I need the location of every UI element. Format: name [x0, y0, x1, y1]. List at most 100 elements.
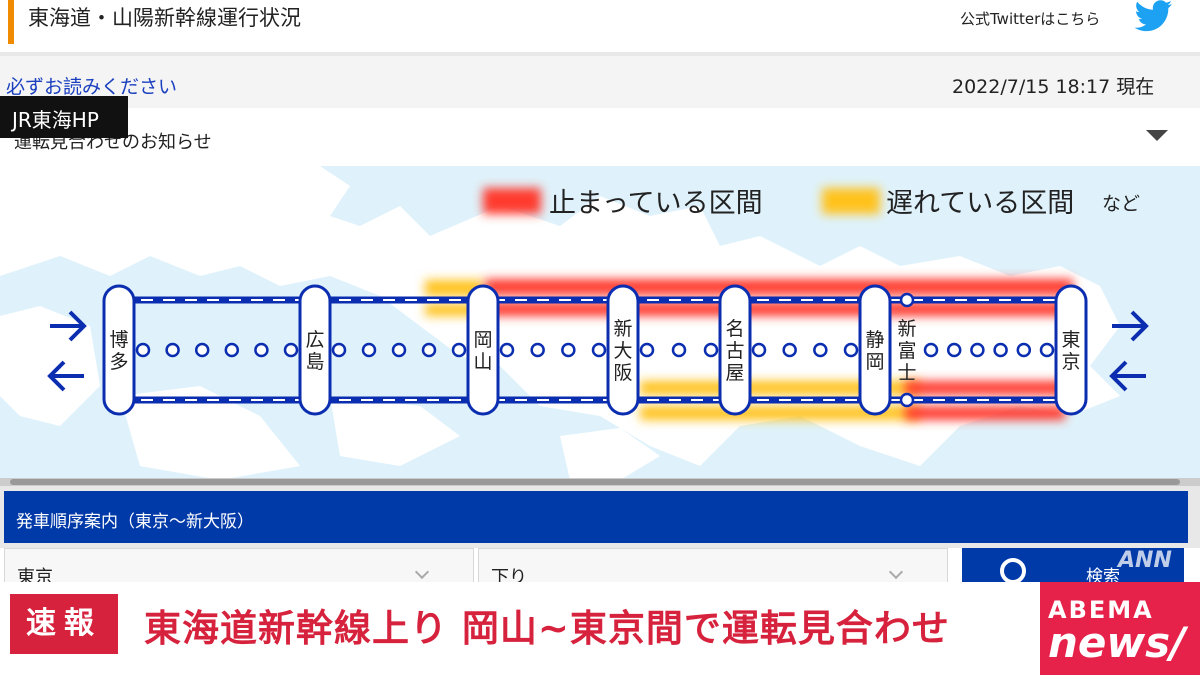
must-read-link[interactable]: 必ずお読みください	[6, 76, 178, 98]
legend-delayed-label: 遅れている区間	[886, 188, 1074, 219]
intermediate-station-dot	[283, 342, 299, 358]
delayed-segment-lower	[640, 406, 920, 420]
delayed-segment	[425, 280, 483, 296]
horizontal-scrollbar[interactable]	[0, 478, 1200, 486]
intermediate-station-dot	[946, 342, 962, 358]
legend-stopped-label: 止まっている区間	[549, 188, 763, 219]
legend: 止まっている区間 遅れている区間 など	[483, 188, 1140, 219]
departure-form: 東京 下り 検索	[0, 548, 1200, 588]
station-東京[interactable]: 東京	[1054, 284, 1088, 416]
scrollbar-thumb[interactable]	[10, 479, 1180, 485]
arrow-left-icon	[1109, 360, 1146, 392]
station-marker	[899, 292, 915, 308]
station-静岡[interactable]: 静岡	[858, 284, 892, 416]
station-capsule	[102, 284, 136, 416]
caret-down-icon[interactable]	[1146, 130, 1168, 141]
station-label-char: 静	[865, 329, 884, 351]
station-label-char: 士	[897, 362, 916, 384]
intermediate-station-dot	[421, 342, 437, 358]
intermediate-station-dot	[1016, 342, 1032, 358]
intermediate-station-dot	[135, 342, 151, 358]
intermediate-station-dot	[993, 342, 1008, 358]
direction-arrows	[47, 310, 1149, 392]
search-icon	[1000, 558, 1026, 584]
departure-order-header: 発車順序案内（東京〜新大阪）	[4, 491, 1188, 543]
station-label-char: 山	[473, 351, 492, 373]
station-marker	[899, 392, 915, 408]
direction-select[interactable]: 下り	[478, 548, 948, 588]
legend-delayed-swatch	[822, 188, 880, 214]
stopped-segment-lower	[905, 381, 1065, 395]
intermediate-station-dot	[782, 342, 797, 358]
header-accent-bar	[8, 0, 14, 44]
page-header: 東海道・山陽新幹線運行状況 公式Twitterはこちら	[0, 0, 1200, 52]
station-label-char: 名	[725, 318, 744, 340]
station-新富士[interactable]: 新富士	[897, 292, 917, 408]
legend-stopped-swatch	[483, 188, 541, 214]
announcement-accordion[interactable]: 運転見合わせのお知らせ	[0, 108, 1200, 166]
intermediate-station-dot	[165, 342, 180, 358]
intermediate-station-dot	[671, 342, 687, 358]
station-label-char: 広	[305, 329, 324, 351]
station-capsule	[718, 284, 752, 416]
route-dots	[135, 342, 1055, 358]
twitter-link[interactable]: 公式Twitterはこちら	[960, 10, 1101, 28]
arrow-right-icon	[1112, 310, 1149, 342]
station-label-char: 博	[109, 329, 128, 351]
stopped-segment-upper	[485, 302, 1073, 316]
intermediate-station-dot	[703, 342, 719, 358]
abema-news-logo: ABEMA news/	[1040, 582, 1200, 675]
intermediate-station-dot	[254, 342, 269, 358]
station-label-char: 多	[109, 351, 128, 373]
station-label-char: 阪	[613, 362, 632, 384]
station-label-char: 大	[613, 340, 632, 362]
route-map: 止まっている区間 遅れている区間 など 博多広島岡山新大阪名古屋静岡新富士東京	[0, 166, 1200, 480]
breaking-news-banner: 速報 東海道新幹線上り 岡山~東京間で運転見合わせ ABEMA news/	[0, 582, 1200, 675]
station-capsule	[606, 284, 640, 416]
intermediate-station-dot	[843, 342, 859, 358]
intermediate-station-dot	[224, 342, 240, 358]
station-capsule	[858, 284, 892, 416]
twitter-bird-icon[interactable]	[1134, 0, 1174, 34]
intermediate-station-dot	[561, 342, 576, 358]
stopped-segment-lower	[905, 406, 1065, 420]
ann-watermark: ANN	[1118, 548, 1172, 573]
page-title: 東海道・山陽新幹線運行状況	[28, 6, 301, 30]
breaking-tag: 速報	[10, 594, 118, 654]
station-広島[interactable]: 広島	[298, 284, 332, 416]
abema-logo-bottom: news/	[1048, 618, 1186, 667]
station-label-char: 古	[725, 340, 744, 362]
headline: 東海道新幹線上り 岡山~東京間で運転見合わせ	[144, 607, 950, 650]
intermediate-station-dot	[813, 342, 828, 358]
station-label-char: 岡	[473, 329, 492, 351]
station-label-char: 島	[305, 351, 324, 373]
station-岡山[interactable]: 岡山	[466, 284, 500, 416]
intermediate-station-dot	[970, 342, 985, 358]
intermediate-station-dot	[751, 342, 767, 358]
intermediate-station-dot	[331, 342, 347, 358]
station-label-char: 新	[613, 318, 632, 340]
station-label-char: 富	[897, 340, 916, 362]
intermediate-station-dot	[1039, 342, 1055, 358]
station-新大阪[interactable]: 新大阪	[606, 284, 640, 416]
intermediate-station-dot	[639, 342, 655, 358]
station-名古屋[interactable]: 名古屋	[718, 284, 752, 416]
intermediate-station-dot	[361, 342, 377, 358]
abema-logo-top: ABEMA	[1048, 596, 1154, 624]
chevron-down-icon	[414, 564, 430, 580]
station-label-char: 屋	[725, 362, 744, 384]
station-capsule	[298, 284, 332, 416]
intermediate-station-dot	[923, 342, 939, 358]
source-badge: JR東海HP	[0, 96, 128, 138]
station-label-char: 岡	[865, 351, 884, 373]
arrow-right-icon	[50, 310, 87, 342]
stopped-segment-upper	[485, 279, 1073, 295]
station-博多[interactable]: 博多	[102, 284, 136, 416]
status-timestamp: 2022/7/15 18:17 現在	[952, 76, 1155, 98]
notice-row: 必ずお読みください 2022/7/15 18:17 現在	[0, 56, 1200, 108]
arrow-left-icon	[47, 360, 84, 392]
intermediate-station-dot	[391, 342, 407, 358]
intermediate-station-dot	[499, 342, 515, 358]
